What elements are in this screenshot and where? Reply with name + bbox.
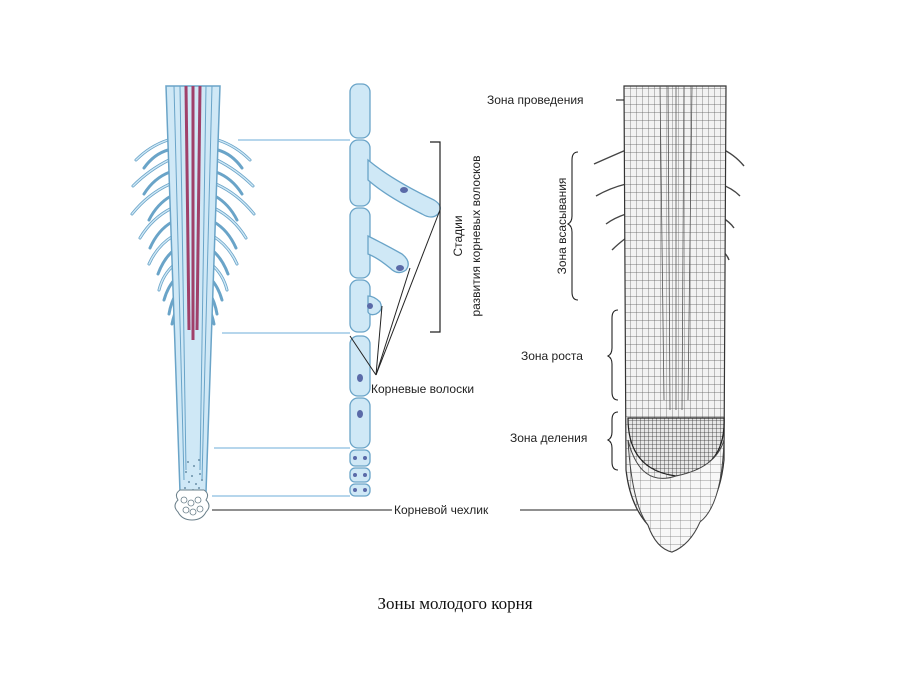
tissue-root-cap [627,439,725,553]
stages-bracket [430,141,441,333]
figure-caption: Зоны молодого корня [377,594,533,613]
division-zone-label: Зона деления [510,431,587,445]
hair-stage-short [367,295,382,316]
central-cylinder [659,85,693,411]
cell-nuclei [353,187,408,492]
zone-guide-lines [212,139,350,497]
epidermal-cell-column [349,83,371,497]
root-tissue-drawing: Зона проведения Зона всасывания Зона рос… [487,85,745,553]
root-cap-label: Корневой чехлик [394,503,489,517]
growth-zone-label: Зона роста [521,349,583,363]
stages-label-line1: Стадии [451,215,465,256]
root-hairs-pointers [349,209,441,376]
root-cap-left [174,489,210,521]
absorption-zone-label: Зона всасывания [555,178,569,275]
hair-stage-medium [367,234,409,274]
root-hairs-label: Корневые волоски [371,382,474,396]
hair-development-stages: Стадии развития корневых волосков Корнев… [349,83,483,497]
meristem-dots [184,459,203,491]
conduction-zone-label: Зона проведения [487,93,584,107]
zone-brackets [566,99,624,471]
vascular-bundle [173,85,213,481]
stages-label-line2: развития корневых волосков [469,155,483,316]
root-overview-drawing [130,85,256,521]
